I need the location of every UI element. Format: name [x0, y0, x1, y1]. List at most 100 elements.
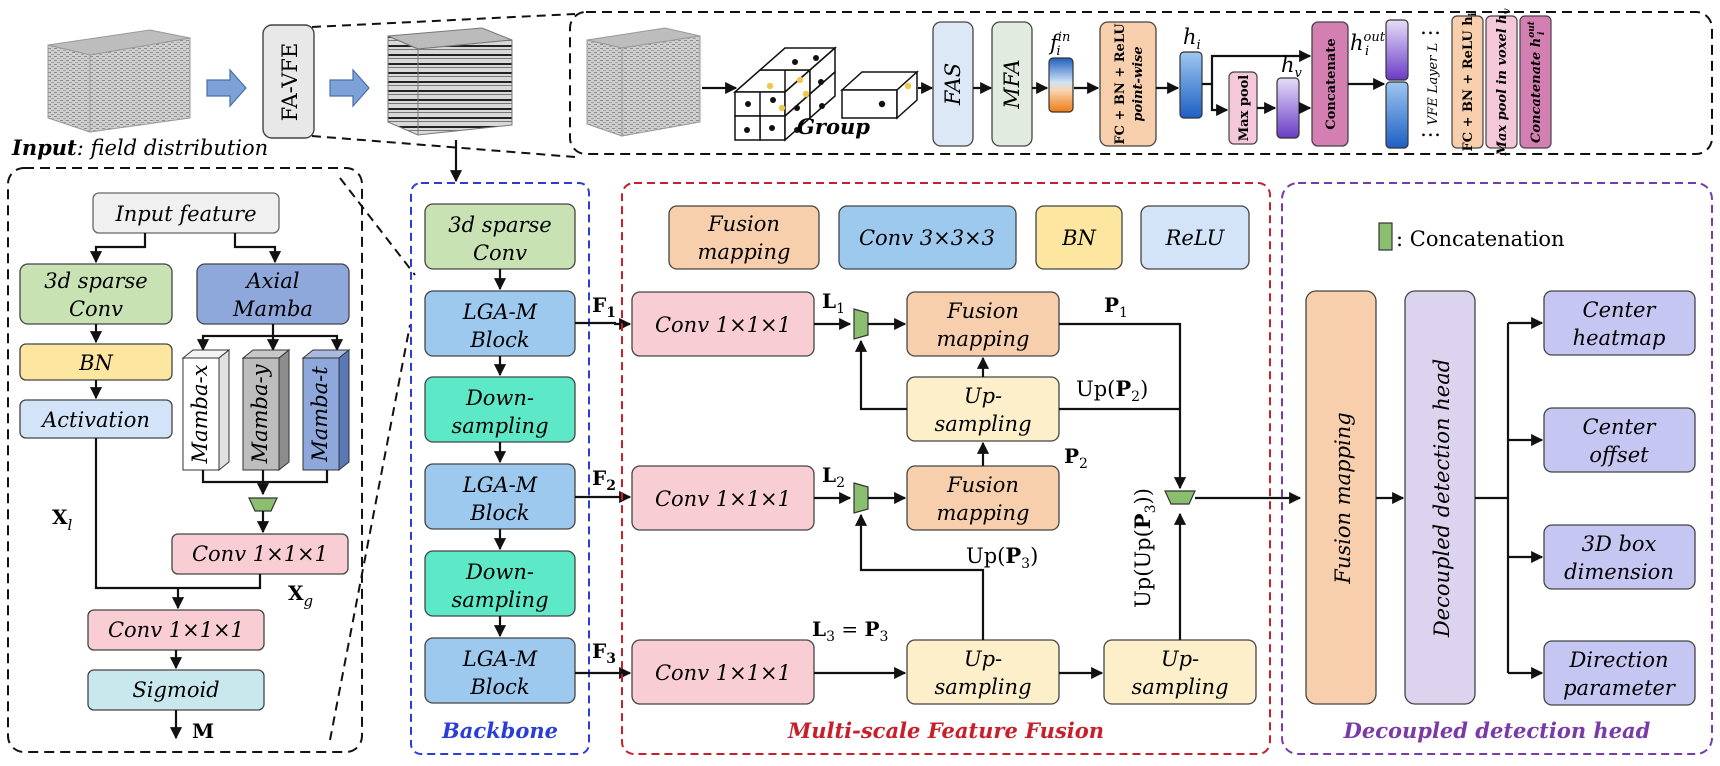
legend-conv3-box — [838, 205, 1017, 270]
out-4-l1: Direction — [1568, 648, 1668, 672]
concat-symbol-2 — [853, 482, 869, 514]
out-1-l2: heatmap — [1573, 326, 1666, 350]
fusion-mapping-1-l1: Fusion — [946, 299, 1019, 323]
input-feature-box — [92, 192, 280, 234]
h-out-top — [1385, 19, 1409, 81]
panel-field-cube — [586, 27, 701, 137]
lga-block-1-l1: LGA-M — [462, 300, 538, 324]
blue-arrow-2 — [329, 68, 370, 108]
axial-mamba-1: Axial — [245, 269, 300, 293]
axial-mamba-2: Mamba — [232, 297, 313, 321]
fc-last-box — [1451, 15, 1484, 149]
voxel-features-cube — [387, 27, 513, 136]
group-voxels-icon — [733, 46, 837, 142]
f2-label: F2 — [592, 466, 616, 494]
head-fusion-mapping-label: Fusion mapping — [1331, 412, 1355, 584]
fusion-title: Multi-scale Feature Fusion — [787, 718, 1104, 743]
mfa-label: MFA — [1000, 59, 1024, 109]
top-row: Input: field distribution FA-VFE — [11, 8, 1713, 183]
upsampling-3-l2: sampling — [1131, 675, 1228, 699]
mamba-y-label: Mamba-y — [248, 363, 272, 464]
favfe-label: FA-VFE — [278, 43, 302, 122]
out-1-l1: Center — [1583, 298, 1658, 322]
fusion-conv-2-label: Conv 1×1×1 — [655, 487, 791, 511]
fusion-mapping-2-l1: Fusion — [946, 473, 1019, 497]
bb-sparse-conv-2: Conv — [473, 241, 527, 265]
upsampling-2-l2: sampling — [934, 675, 1031, 699]
h-out-bottom — [1385, 81, 1409, 149]
maxpool-last-box — [1485, 15, 1518, 149]
l2-label: L2 — [822, 463, 845, 491]
fusion-mapping-2-l2: mapping — [936, 501, 1029, 525]
lga-detail-panel: Input feature 3d sparse Conv Axial Mamba… — [7, 167, 416, 753]
legend-fusion-2: mapping — [697, 240, 790, 264]
lga-bn-label: BN — [78, 351, 113, 375]
backbone-panel: Backbone 3d sparse Conv LGA-M Block Down… — [410, 182, 632, 755]
favfe-detail-panel — [569, 11, 1713, 155]
fusion-mapping-1-l2: mapping — [936, 327, 1029, 351]
fc-label-2: point-wise — [1131, 46, 1146, 121]
input-label: Input: field distribution — [11, 135, 268, 160]
f3-label: F3 — [592, 639, 616, 667]
input-field-cube — [47, 29, 191, 133]
concat-last-box — [1519, 15, 1552, 149]
out-2-l2: offset — [1589, 443, 1649, 467]
fc-label-1: FC + BN + ReLU — [1113, 23, 1128, 145]
concat-symbol-lga — [248, 497, 278, 512]
backbone-title: Backbone — [441, 718, 558, 743]
xl-label: Xl — [52, 505, 73, 534]
concat-label: Concatenate — [1324, 38, 1339, 129]
legend-fusion-1: Fusion — [707, 212, 780, 236]
single-voxel-icon — [840, 70, 919, 120]
activation-label: Activation — [40, 408, 150, 432]
mamba-y-block — [241, 348, 291, 472]
fas-box — [932, 21, 974, 147]
lga-block-3-l2: Block — [469, 675, 529, 699]
f-in-vector — [1048, 57, 1074, 113]
upsampling-1-l1: Up- — [964, 384, 1002, 408]
input-label-rest: : field distribution — [77, 136, 268, 160]
lga-block-1-l2: Block — [469, 328, 529, 352]
xg-label: Xg — [288, 581, 313, 610]
mamba-x-label: Mamba-x — [188, 364, 212, 464]
downsampling-2-l1: Down- — [465, 560, 534, 584]
dots-bottom: … — [1420, 117, 1441, 141]
legend-bn-box — [1035, 205, 1123, 270]
lga-conv-a-label: Conv 1×1×1 — [192, 542, 328, 566]
upup-p3-label: Up(Up(P3)) — [1130, 488, 1159, 608]
l3-label: L3 = P3 — [812, 617, 888, 645]
lga-block-2-l2: Block — [469, 501, 529, 525]
head-panel: Decoupled detection head : Concatenation… — [1281, 182, 1713, 755]
fc-bn-relu-box — [1099, 21, 1157, 147]
upsampling-2-l1: Up- — [964, 647, 1002, 671]
fc-last-label: FC + BN + ReLU hi — [1461, 12, 1479, 151]
upsampling-1-l2: sampling — [934, 412, 1031, 436]
head-title: Decoupled detection head — [1343, 718, 1651, 743]
mamba-x-block — [181, 348, 231, 472]
concat-legend-label: : Concatenation — [1396, 227, 1565, 251]
fas-label: FAS — [941, 63, 965, 106]
sigmoid-label: Sigmoid — [132, 678, 219, 702]
maxpool-last-label: Max pool in voxel hv — [1495, 8, 1513, 156]
p2-label: P2 — [1064, 444, 1088, 472]
output-center-offset — [1543, 407, 1696, 473]
mfa-box — [991, 21, 1033, 147]
legend-fusion-box — [668, 205, 820, 270]
legend-relu-label: ReLU — [1165, 226, 1226, 250]
concat-last-label: Concatenate houti — [1527, 20, 1547, 143]
h-i-label: hi — [1183, 25, 1201, 53]
bb-sparse-conv-1: 3d sparse — [448, 213, 551, 237]
fusion-conv-3-label: Conv 1×1×1 — [655, 661, 791, 685]
out-2-l1: Center — [1583, 415, 1658, 439]
f1-label: F1 — [592, 293, 616, 321]
up-p2-label: Up(P2) — [1076, 376, 1148, 405]
mamba-t-label: Mamba-t — [308, 366, 332, 463]
dots-top: … — [1420, 15, 1441, 39]
output-3d-box-dimension — [1543, 524, 1696, 590]
lga-block-3 — [424, 637, 576, 704]
m-label: M — [192, 719, 214, 743]
lga-sparse-conv-1: 3d sparse — [44, 269, 147, 293]
downsampling-1-l1: Down- — [465, 386, 534, 410]
